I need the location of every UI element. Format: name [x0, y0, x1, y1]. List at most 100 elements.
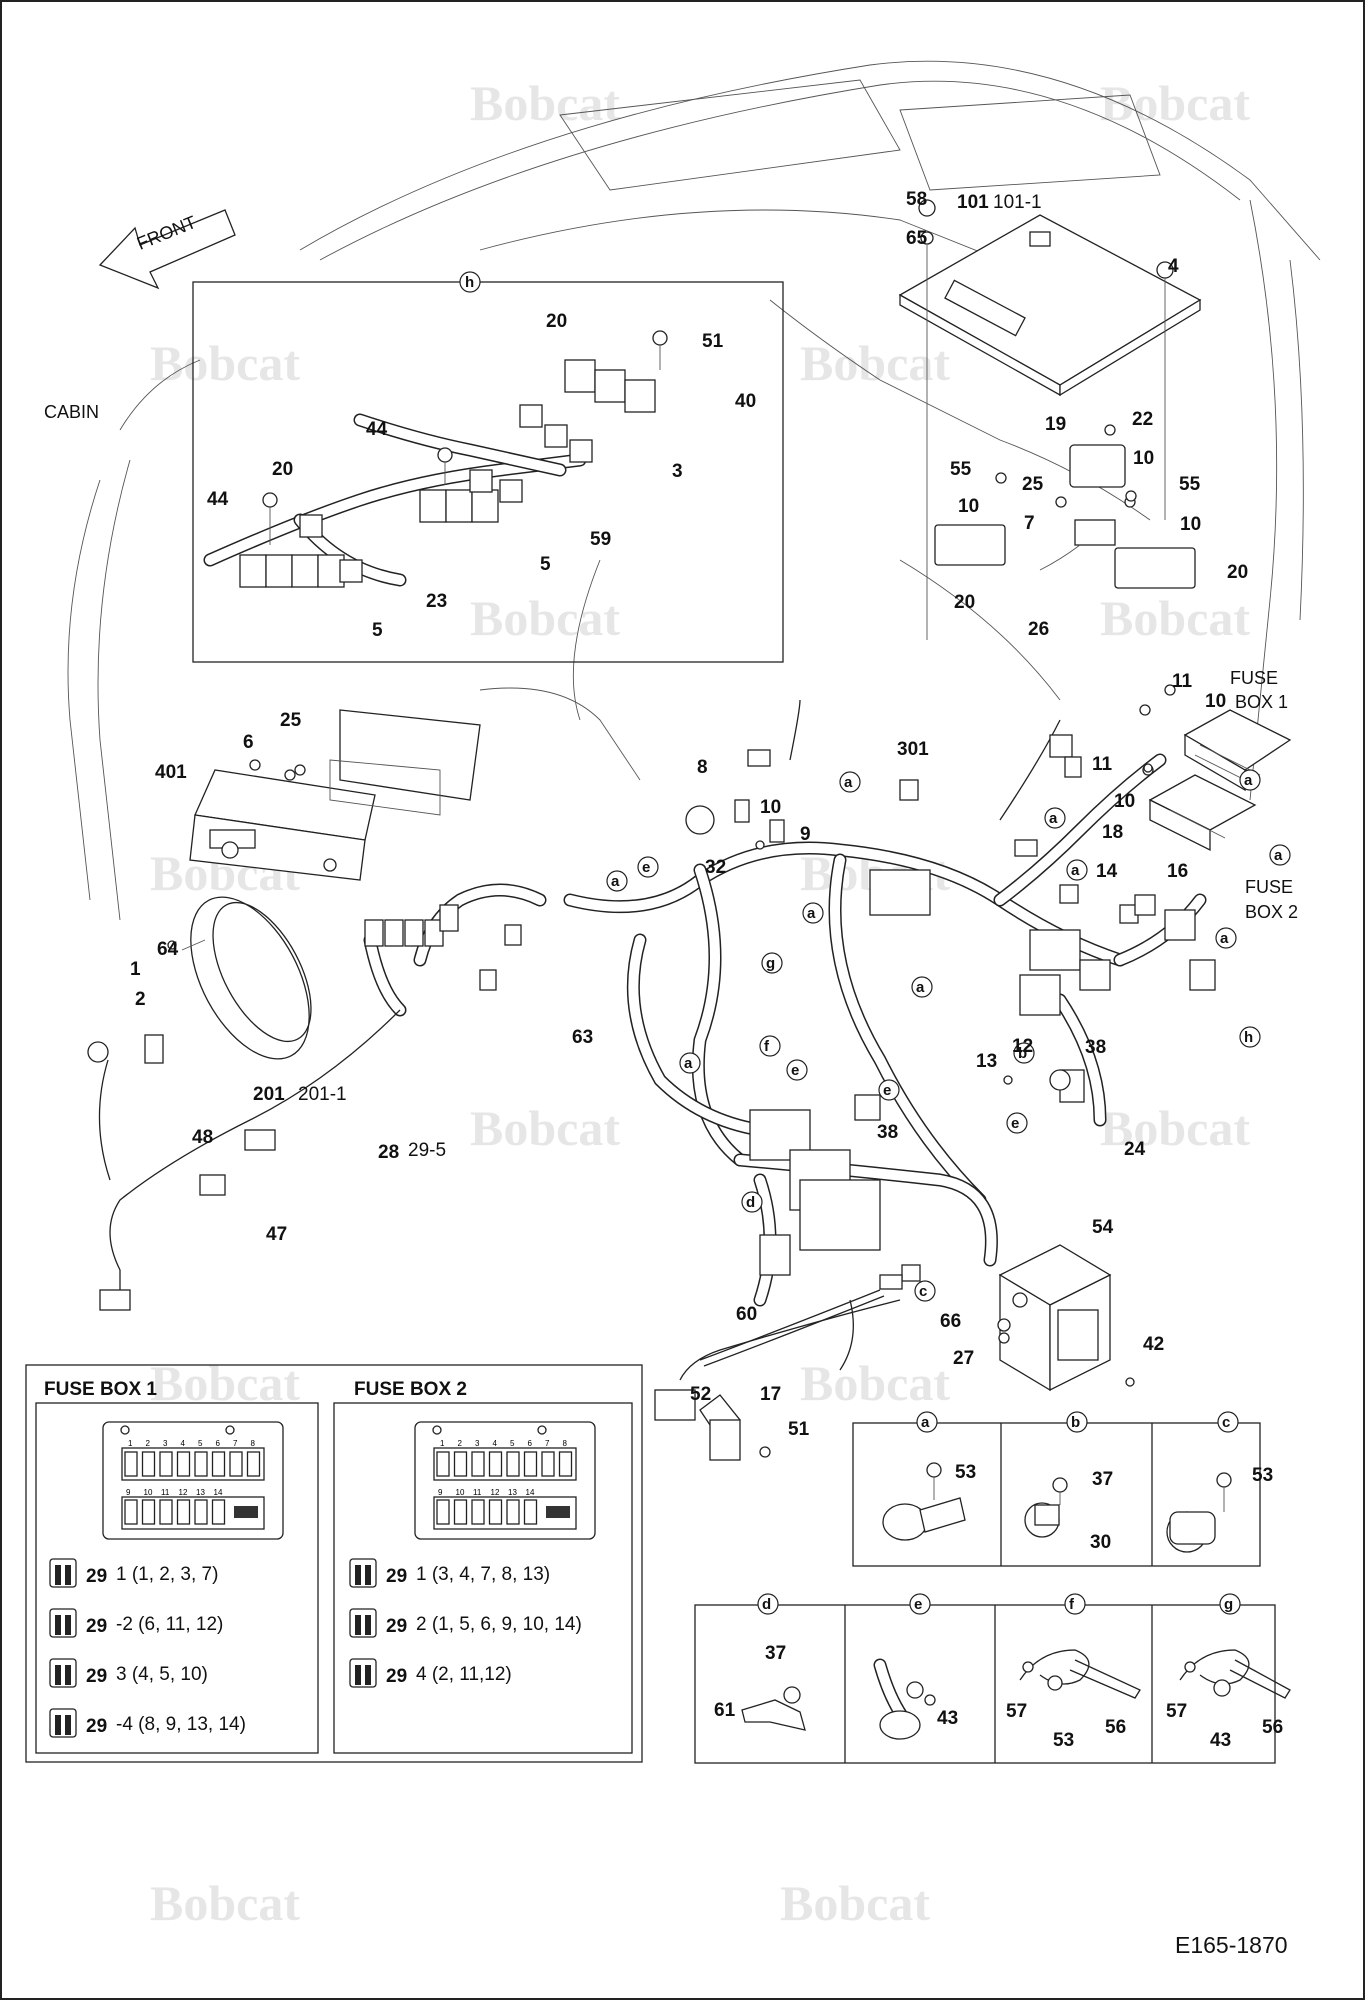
fuse-part-number: 29 — [386, 1666, 407, 1687]
svg-text:37: 37 — [765, 1643, 786, 1664]
fuse-slot — [176, 1451, 191, 1477]
fuse-icon — [49, 1558, 77, 1588]
svg-text:e: e — [914, 1596, 922, 1613]
svg-text:f: f — [1069, 1596, 1075, 1613]
svg-text:52: 52 — [690, 1384, 711, 1405]
svg-text:a: a — [921, 1414, 930, 1431]
radio-401 — [189, 709, 481, 881]
fuse-slot-number: 7 — [545, 1439, 550, 1448]
controller-101 — [898, 199, 1202, 640]
fuse-slot — [176, 1499, 191, 1525]
fuse-slot-number: 7 — [233, 1439, 238, 1448]
fuse-box-2-label: BOX 2 — [1245, 902, 1298, 922]
relay-group — [934, 424, 1196, 589]
svg-text:11: 11 — [1172, 671, 1193, 692]
svg-text:27: 27 — [953, 1348, 974, 1369]
fuse-slot — [194, 1499, 208, 1525]
svg-text:37: 37 — [1092, 1469, 1113, 1490]
svg-text:g: g — [766, 955, 775, 972]
svg-text:23: 23 — [426, 591, 447, 612]
detail-boxes-defg: d e f g 37 61 43 57 53 56 — [694, 1593, 1291, 1764]
fuse-part-number: 29 — [386, 1566, 407, 1587]
fuse-slot-number: 14 — [214, 1488, 223, 1497]
svg-text:e: e — [791, 1062, 799, 1079]
svg-text:10: 10 — [760, 797, 781, 818]
svg-text:64: 64 — [157, 939, 179, 960]
svg-text:a: a — [807, 905, 816, 922]
svg-text:18: 18 — [1102, 822, 1123, 843]
fuse-part-number: 29 — [86, 1716, 107, 1737]
fuse-icon — [49, 1608, 77, 1638]
fuse-slot — [453, 1499, 468, 1525]
svg-text:32: 32 — [705, 857, 726, 878]
svg-text:301: 301 — [897, 739, 929, 760]
fuse-slot — [436, 1451, 450, 1477]
svg-text:44: 44 — [207, 489, 229, 510]
fuse-slot-number: 10 — [456, 1488, 465, 1497]
drawing-code: E165-1870 — [1175, 1932, 1288, 1958]
svg-text:20: 20 — [272, 459, 293, 480]
fuse-slot — [506, 1499, 520, 1525]
fuse-box-2-label: FUSE — [1245, 877, 1293, 897]
watermark: Bobcat — [470, 75, 620, 131]
fuse-slot — [124, 1451, 138, 1477]
fuse-box-1-label: FUSE — [1230, 668, 1278, 688]
svg-text:59: 59 — [590, 529, 611, 550]
svg-text:53: 53 — [1252, 1465, 1273, 1486]
svg-text:48: 48 — [192, 1127, 213, 1148]
svg-text:a: a — [1274, 847, 1283, 864]
svg-text:a: a — [1220, 930, 1229, 947]
fuse-slot-number: 12 — [491, 1488, 500, 1497]
watermark: Bobcat — [800, 335, 950, 391]
fuse-slot — [541, 1451, 555, 1477]
fuse-slot-number: 8 — [563, 1439, 568, 1448]
fuse-part-number: 29 — [86, 1566, 107, 1587]
svg-text:58: 58 — [906, 189, 927, 210]
svg-text:22: 22 — [1132, 409, 1153, 430]
watermark: Bobcat — [150, 335, 300, 391]
fuse-slot-number: 12 — [179, 1488, 188, 1497]
svg-text:53: 53 — [1053, 1730, 1074, 1751]
fuse-slot — [523, 1451, 538, 1477]
svg-text:17: 17 — [760, 1384, 781, 1405]
svg-text:d: d — [762, 1596, 771, 1613]
watermark: Bobcat — [1100, 75, 1250, 131]
fuse-slot — [124, 1499, 138, 1525]
fuse-slot-number: 9 — [438, 1488, 443, 1497]
fuse-icon — [349, 1658, 377, 1688]
svg-text:10: 10 — [958, 496, 979, 517]
fuse-row-detail: 1 (1, 2, 3, 7) — [116, 1564, 218, 1585]
clip-f — [1019, 1649, 1141, 1699]
fuse-slot-number: 14 — [526, 1488, 535, 1497]
svg-text:201-1: 201-1 — [298, 1084, 347, 1105]
fuse-slot — [436, 1499, 450, 1525]
svg-text:101-1: 101-1 — [993, 192, 1042, 213]
fuse-slot — [453, 1451, 468, 1477]
clip-a — [882, 1462, 966, 1541]
svg-text:d: d — [746, 1194, 755, 1211]
fuse-box-assembly — [1148, 709, 1292, 852]
fuse-slot-number: 1 — [128, 1439, 133, 1448]
fuse-row-detail: -4 (8, 9, 13, 14) — [116, 1714, 246, 1735]
svg-text:f: f — [764, 1038, 770, 1055]
svg-text:20: 20 — [1227, 562, 1248, 583]
svg-text:56: 56 — [1105, 1717, 1126, 1738]
fuse-slot-number: 11 — [161, 1488, 170, 1497]
svg-text:63: 63 — [572, 1027, 593, 1048]
fuse-slot-number: 10 — [144, 1488, 153, 1497]
svg-text:1: 1 — [130, 959, 141, 980]
fuse-slot — [194, 1451, 208, 1477]
fuse-part-number: 29 — [86, 1616, 107, 1637]
svg-text:10: 10 — [1114, 791, 1135, 812]
clip-e — [873, 1658, 936, 1740]
fuse-slot-number: 5 — [510, 1439, 515, 1448]
fuse-slot-number: 4 — [493, 1439, 498, 1448]
fuse-slot-number: 13 — [508, 1488, 517, 1497]
fuse-slot — [229, 1451, 243, 1477]
svg-text:25: 25 — [1022, 474, 1044, 495]
svg-text:55: 55 — [1179, 474, 1201, 495]
fuse-icon — [349, 1608, 377, 1638]
svg-text:25: 25 — [280, 710, 302, 731]
